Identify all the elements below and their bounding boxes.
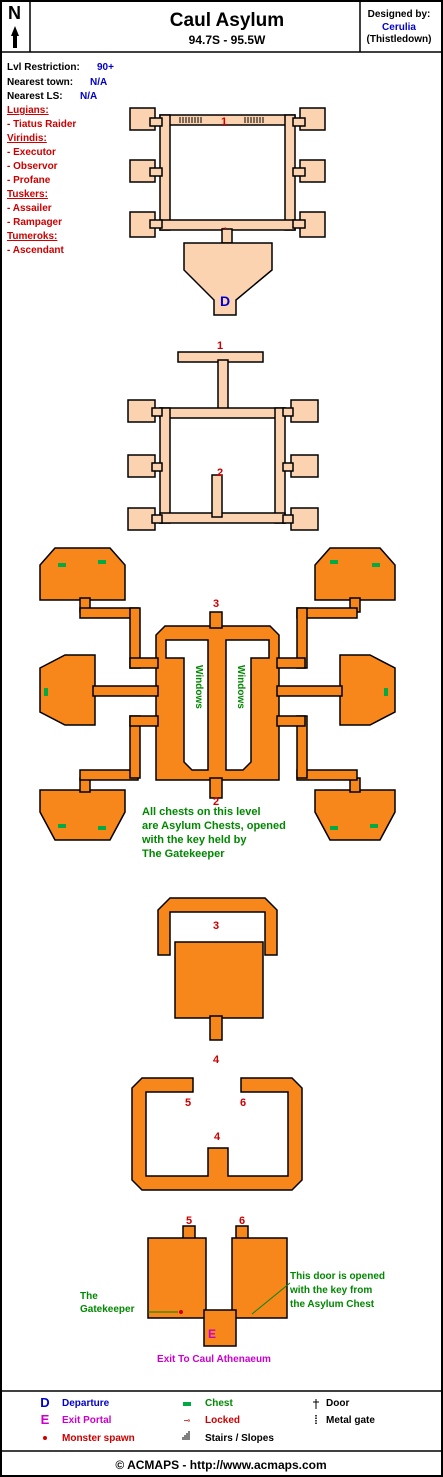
- level-6-stairs-number-6: 6: [239, 1215, 245, 1227]
- level-4-bottom-stairs-number: 4: [213, 1054, 220, 1066]
- monster-spawn-icon: [43, 1436, 47, 1440]
- monster-group-tuskers: Tuskers:: [7, 189, 48, 200]
- svg-text:with the key from: with the key from: [289, 1285, 372, 1296]
- chests-note-line: All chests on this level: [142, 806, 261, 818]
- designed-by-label: Designed by:: [368, 9, 431, 20]
- monster-item: - Assailer: [7, 203, 52, 214]
- chest-icon: [372, 563, 380, 567]
- level-2-bottom-stairs-number: 2: [217, 467, 223, 479]
- svg-text:the Asylum Chest: the Asylum Chest: [290, 1299, 375, 1310]
- svg-text:This door is opened: This door is opened: [290, 1271, 385, 1282]
- north-arrow-icon: [11, 26, 19, 48]
- level-2: [127, 351, 319, 531]
- level-1: [129, 107, 326, 316]
- ls-value: N/A: [80, 91, 97, 102]
- chest-icon: [58, 563, 66, 567]
- chest-icons-level-3: [44, 560, 388, 830]
- level-3-bottom-stairs-number: 2: [213, 796, 219, 808]
- level-4-top-stairs-number: 3: [213, 920, 219, 932]
- locked-icon: ⊸: [184, 1416, 191, 1425]
- svg-text:Gatekeeper: Gatekeeper: [80, 1304, 135, 1315]
- legend-locked: Locked: [205, 1415, 240, 1426]
- stairs-icon: [182, 1431, 190, 1440]
- page-title: Caul Asylum: [170, 10, 284, 31]
- level-1-stairs-number: 1: [221, 116, 227, 128]
- chest-icon: [330, 826, 338, 830]
- legend-spawn: Monster spawn: [62, 1433, 135, 1444]
- door-note-leader-line: [251, 1282, 291, 1315]
- level-5: [131, 1077, 303, 1191]
- monster-list: Lugians: - Tiatus Raider Virindis: - Exe…: [7, 105, 76, 256]
- info-block: Lvl Restriction: 90+ Nearest town: N/A N…: [7, 62, 114, 102]
- chests-note-line: The Gatekeeper: [142, 848, 225, 860]
- legend: D Departure E Exit Portal Monster spawn …: [1, 1390, 442, 1452]
- monster-item: - Ascendant: [7, 245, 65, 256]
- exit-note: Exit To Caul Athenaeum: [157, 1354, 271, 1365]
- monster-item: - Profane: [7, 175, 51, 186]
- windows-label-right: Windows: [235, 665, 246, 709]
- legend-stairs: Stairs / Slopes: [205, 1433, 274, 1444]
- chest-icon: [384, 688, 388, 696]
- town-value: N/A: [90, 77, 107, 88]
- chest-icon: [183, 1402, 191, 1406]
- designer-name: Cerulia: [382, 22, 416, 33]
- legend-metal-gate: Metal gate: [326, 1415, 375, 1426]
- chests-note-line: are Asylum Chests, opened: [142, 820, 286, 832]
- north-label: N: [8, 3, 21, 23]
- legend-door: Door: [326, 1398, 349, 1409]
- header: N Caul Asylum 94.7S - 95.5W Designed by:…: [0, 2, 443, 53]
- footer-credit: © ACMAPS - http://www.acmaps.com: [115, 1458, 326, 1472]
- lvl-value: 90+: [97, 62, 114, 73]
- lvl-label: Lvl Restriction:: [7, 62, 80, 73]
- door-icon: [313, 1399, 319, 1409]
- monster-item: - Rampager: [7, 217, 62, 228]
- ls-label: Nearest LS:: [7, 91, 63, 102]
- chest-icon: [44, 688, 48, 696]
- level-3-window-rooms: [165, 639, 270, 771]
- windows-label-left: Windows: [193, 665, 204, 709]
- level-2-top-stairs-number: 1: [217, 340, 223, 352]
- chests-note: All chests on this level are Asylum Ches…: [141, 806, 286, 860]
- svg-text:The: The: [80, 1291, 98, 1302]
- level-1-stairs: [179, 117, 264, 123]
- monster-group-lugians: Lugians:: [7, 105, 49, 116]
- chest-icon: [98, 826, 106, 830]
- legend-chest: Chest: [205, 1398, 233, 1409]
- chest-icon: [98, 560, 106, 564]
- chest-icon: [58, 824, 66, 828]
- locked-door-icon: ⊸: [221, 226, 226, 232]
- town-label: Nearest town:: [7, 77, 73, 88]
- coordinates: 94.7S - 95.5W: [189, 33, 266, 47]
- level-5-stairs-number-6: 6: [240, 1097, 246, 1109]
- exit-portal-icon: E: [41, 1412, 50, 1427]
- exit-portal-marker: E: [208, 1327, 216, 1341]
- monster-group-tumeroks: Tumeroks:: [7, 231, 57, 242]
- monster-item: - Observor: [7, 161, 58, 172]
- legend-exit: Exit Portal: [62, 1415, 112, 1426]
- monster-item: - Executor: [7, 147, 56, 158]
- chest-icon: [370, 824, 378, 828]
- level-5-stairs-number-5: 5: [185, 1097, 191, 1109]
- departure-icon: D: [40, 1395, 49, 1410]
- chests-note-line: with the key held by: [141, 834, 247, 846]
- level-4: [157, 897, 278, 1041]
- level-6-stairs-number-5: 5: [186, 1215, 192, 1227]
- level-5-stairs-number-4: 4: [214, 1131, 221, 1143]
- level-3-top-stairs-number: 3: [213, 598, 219, 610]
- monster-item: - Tiatus Raider: [7, 119, 76, 130]
- monster-group-virindis: Virindis:: [7, 133, 47, 144]
- door-note: This door is opened with the key from th…: [289, 1271, 385, 1310]
- designer-server: (Thistledown): [367, 34, 432, 45]
- departure-marker: D: [220, 293, 230, 309]
- chest-icon: [330, 560, 338, 564]
- legend-departure: Departure: [62, 1398, 110, 1409]
- level-6: [147, 1225, 288, 1347]
- gatekeeper-label: The Gatekeeper: [80, 1291, 135, 1315]
- monster-spawn-icon: [179, 1310, 183, 1314]
